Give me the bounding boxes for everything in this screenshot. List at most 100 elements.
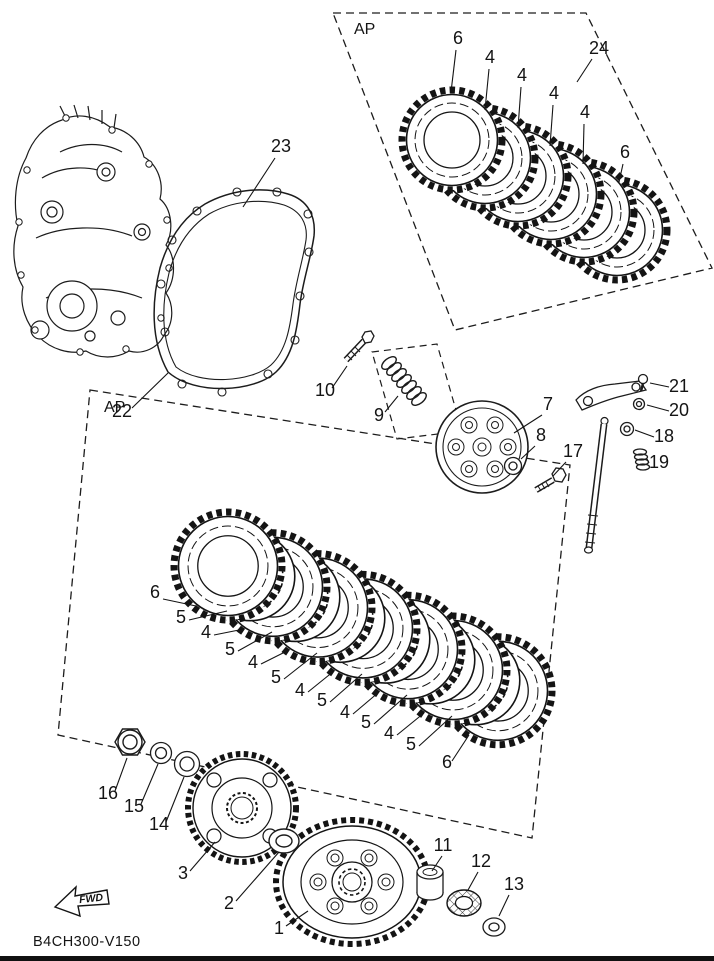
leader-line xyxy=(331,365,348,389)
callout-5: 5 xyxy=(176,607,186,627)
spacer-bushing xyxy=(416,864,444,901)
callout-17: 17 xyxy=(563,441,583,461)
leader-line xyxy=(634,429,655,438)
needle-bearing xyxy=(446,889,482,917)
callout-6: 6 xyxy=(453,28,463,48)
leader-line xyxy=(237,631,273,652)
callout-24: 24 xyxy=(589,38,609,58)
leader-line xyxy=(517,86,522,129)
leader-line xyxy=(384,395,399,413)
callout-4: 4 xyxy=(340,702,350,722)
callout-18: 18 xyxy=(654,426,674,446)
callout-23: 23 xyxy=(271,136,291,156)
leader-line xyxy=(513,414,543,434)
leader-line xyxy=(582,123,585,165)
push-rod xyxy=(583,416,609,554)
callout-6: 6 xyxy=(150,582,160,602)
leader-line xyxy=(283,652,318,680)
callout-4: 4 xyxy=(485,47,495,67)
leader-line xyxy=(260,649,290,665)
callout-22: 22 xyxy=(112,401,132,421)
pressure-plate xyxy=(435,400,529,494)
callout-1: 1 xyxy=(274,918,284,938)
friction-plate-kit-stack xyxy=(398,86,671,284)
lever-screw xyxy=(637,373,649,385)
leader-line xyxy=(352,691,380,715)
callout-3: 3 xyxy=(178,863,188,883)
callout-7: 7 xyxy=(543,394,553,414)
pressure-plate-bolt xyxy=(534,467,567,493)
leader-line xyxy=(450,49,457,93)
leader-line xyxy=(307,670,335,693)
leader-line xyxy=(396,712,425,736)
callout-19: 19 xyxy=(649,452,669,472)
plain-washer xyxy=(173,750,201,778)
callout-14: 14 xyxy=(149,814,169,834)
leader-line xyxy=(520,445,536,460)
leader-line xyxy=(285,910,309,927)
leader-line xyxy=(552,461,567,477)
top-assembly-box xyxy=(332,12,713,331)
callout-16: 16 xyxy=(98,783,118,803)
spring-bolt xyxy=(343,330,375,363)
part-code: B4CH300-V150 xyxy=(33,934,141,950)
clutch-nut xyxy=(114,728,146,756)
leader-line xyxy=(576,58,593,83)
main-assembly-box xyxy=(57,389,571,839)
main-clutch-plate-stack xyxy=(170,508,556,749)
clutch-spring xyxy=(381,355,427,407)
callout-13: 13 xyxy=(504,874,524,894)
callout-10: 10 xyxy=(315,380,335,400)
leader-line xyxy=(189,841,216,872)
leader-line xyxy=(431,855,443,872)
callout-5: 5 xyxy=(317,690,327,710)
leader-line xyxy=(162,598,197,607)
region-label-layer: AP AP xyxy=(104,21,375,416)
leader-line xyxy=(140,763,159,805)
callout-5: 5 xyxy=(225,639,235,659)
clutch-basket xyxy=(273,817,431,947)
clutch-boss xyxy=(185,751,299,865)
callout-6: 6 xyxy=(442,752,452,772)
leader-line xyxy=(646,404,670,412)
callout-4: 4 xyxy=(295,680,305,700)
leader-line xyxy=(418,715,453,747)
leader-line xyxy=(618,163,624,183)
leader-line xyxy=(242,157,276,208)
fwd-arrow: FWD xyxy=(53,885,110,918)
leader-line xyxy=(188,610,228,621)
leader-line xyxy=(646,458,650,464)
leader-line xyxy=(213,628,245,636)
callout-8: 8 xyxy=(536,425,546,445)
fwd-label: FWD xyxy=(79,892,104,906)
leader-line xyxy=(451,734,470,762)
callout-11: 11 xyxy=(434,835,453,855)
leader-line xyxy=(114,757,128,792)
callout-5: 5 xyxy=(271,667,281,687)
leader-line xyxy=(649,382,670,388)
assembly-region-label: AP xyxy=(104,399,125,416)
leader-line xyxy=(329,673,363,703)
crankcase-cover xyxy=(13,104,175,358)
callout-5: 5 xyxy=(361,712,371,732)
callout-4: 4 xyxy=(549,83,559,103)
callout-9: 9 xyxy=(374,405,384,425)
assembly-region-label: AP xyxy=(354,21,375,38)
spring-washer xyxy=(503,456,523,476)
leader-line xyxy=(373,694,408,725)
leader-line xyxy=(165,776,185,823)
callout-5: 5 xyxy=(406,734,416,754)
callout-4: 4 xyxy=(384,723,394,743)
bottom-edge-bar xyxy=(0,956,714,961)
leader-line xyxy=(484,68,490,111)
end-washer xyxy=(482,917,506,937)
lock-washer xyxy=(149,741,173,765)
callout-15: 15 xyxy=(124,796,144,816)
callout-4: 4 xyxy=(248,652,258,672)
callout-4: 4 xyxy=(517,65,527,85)
leader-line xyxy=(467,871,479,891)
leader-line xyxy=(131,372,169,409)
leader-line xyxy=(235,851,280,902)
callout-4: 4 xyxy=(580,102,590,122)
